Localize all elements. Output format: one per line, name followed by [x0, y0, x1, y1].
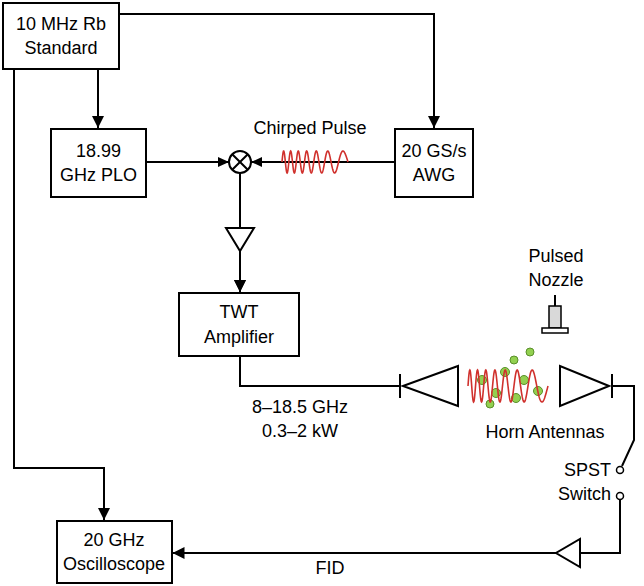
box-label: 20 GHz Oscilloscope: [62, 528, 167, 577]
signal-connector: [97, 70, 99, 128]
frequency-range: 8–18.5 GHz: [245, 395, 355, 419]
reference-box: 10 MHz Rb Standard: [2, 2, 120, 70]
signal-label: FID: [300, 556, 360, 580]
horn-antenna: [403, 366, 458, 406]
molecule: [510, 356, 518, 364]
chirp-waveform: [282, 151, 348, 173]
nozzle-label: Pulsed Nozzle: [516, 244, 596, 293]
nozzle-body: [549, 306, 561, 328]
switch-contact: [617, 467, 624, 474]
mixer-symbol: [229, 151, 251, 173]
antenna-label: Horn Antennas: [480, 420, 610, 444]
switch-label: SPST Switch: [545, 458, 611, 507]
amplifier-box: TWT Amplifier: [178, 292, 300, 357]
oscillator-box: 18.99 GHz PLO: [50, 128, 147, 198]
molecule: [526, 348, 534, 356]
generator-box: 20 GS/s AWG: [394, 128, 474, 198]
box-label: 20 GS/s AWG: [400, 139, 468, 188]
arrow-head: [218, 157, 229, 167]
box-label: 18.99 GHz PLO: [56, 139, 141, 188]
nozzle-stem: [554, 295, 556, 306]
horn-antenna: [560, 366, 609, 406]
signal-connector: [120, 14, 434, 128]
antenna-flange: [611, 374, 613, 398]
switch-contact: [617, 493, 624, 500]
box-label: 10 MHz Rb Standard: [8, 12, 114, 61]
chirp-waveform: [468, 370, 548, 402]
arrow-head: [251, 157, 262, 167]
signal-connector: [173, 357, 635, 553]
mixer-cross: [232, 154, 248, 170]
amplifier-symbol: [556, 539, 580, 567]
box-label: TWT Amplifier: [184, 300, 294, 349]
scope-box: 20 GHz Oscilloscope: [56, 520, 173, 584]
signal-connector: [240, 162, 394, 292]
power-range: 0.3–2 kW: [245, 419, 355, 443]
signal-label: Chirped Pulse: [245, 116, 375, 140]
amplifier-symbol: [226, 228, 254, 251]
nozzle-plate: [542, 328, 568, 333]
